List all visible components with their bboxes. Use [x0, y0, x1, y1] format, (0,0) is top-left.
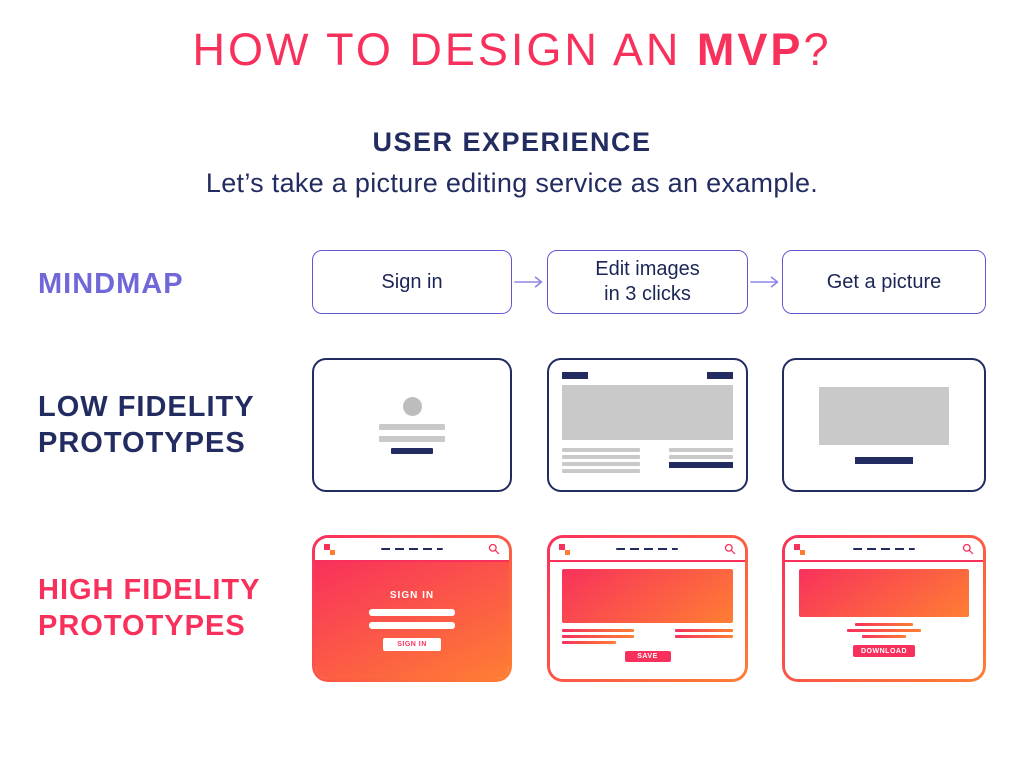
download-button: DOWNLOAD: [853, 645, 915, 657]
node-text: Get a picture: [826, 270, 942, 293]
mockup-browser-bar: [315, 538, 509, 562]
avatar-placeholder-icon: [402, 396, 422, 416]
signin-screen: SIGN IN SIGN IN: [315, 562, 509, 679]
lowfi-wireframe-result: [782, 358, 986, 492]
logo-icon: [324, 543, 335, 555]
text-placeholder-line: [562, 641, 616, 644]
mindmap-node-get-picture: Get a picture: [782, 250, 986, 314]
lowfi-row-label: LOW FIDELITY PROTOTYPES: [38, 389, 255, 462]
mockup-browser-bar: [785, 538, 983, 562]
highfi-mockup-editor: SAVE: [547, 535, 748, 682]
image-placeholder: [562, 385, 733, 440]
label-line: PROTOTYPES: [38, 610, 246, 643]
arrow-right-icon: [514, 276, 543, 288]
mindmap-node-edit-images: Edit images in 3 clicks: [547, 250, 748, 314]
button-placeholder-bar: [391, 447, 433, 454]
save-button: SAVE: [624, 651, 671, 662]
mockup-window: DOWNLOAD: [785, 538, 983, 679]
mockup-browser-bar: [550, 538, 745, 562]
signin-button: SIGN IN: [383, 638, 441, 651]
text-placeholder-line: [669, 455, 733, 459]
input-placeholder: [369, 609, 455, 616]
text-placeholder-group: [562, 448, 640, 476]
photo-placeholder: [799, 569, 969, 617]
button-placeholder-bar: [855, 456, 913, 464]
label-line: LOW FIDELITY: [38, 391, 255, 423]
nav-placeholder-bar: [562, 372, 588, 379]
title-highlight-mvp: MVP: [696, 24, 804, 75]
text-placeholder-group: [675, 629, 733, 647]
search-icon: [488, 543, 500, 555]
image-placeholder: [819, 386, 949, 445]
nav-dashes-icon: [380, 548, 443, 550]
page-title: HOW TO DESIGN AN MVP?: [0, 24, 1024, 76]
text-placeholder-line: [675, 635, 733, 638]
text-placeholder-line: [855, 623, 913, 626]
highfi-mockup-result: DOWNLOAD: [782, 535, 986, 682]
label-line: PROTOTYPES: [38, 427, 246, 460]
text-placeholder-group: [669, 448, 733, 476]
node-text: in 3 clicks: [604, 283, 691, 305]
nav-placeholder-bar: [707, 372, 733, 379]
mockup-window: SAVE: [550, 538, 745, 679]
title-prefix: HOW TO DESIGN AN: [192, 24, 697, 75]
text-placeholder-group: [562, 629, 634, 647]
input-placeholder-bar: [379, 423, 445, 430]
mindmap-node-sign-in: Sign in: [312, 250, 512, 314]
arrow-right-icon: [750, 276, 779, 288]
text-placeholder-line: [675, 629, 733, 632]
text-placeholder-line: [562, 448, 640, 452]
text-placeholder-line: [562, 469, 640, 473]
highfi-mockup-sign-in: SIGN IN SIGN IN: [312, 535, 512, 682]
text-placeholder-group: [562, 629, 733, 647]
search-icon: [724, 543, 736, 555]
wireframe-footer: [562, 448, 733, 476]
logo-icon: [794, 543, 805, 555]
node-text: Sign in: [381, 270, 443, 293]
text-placeholder-line: [562, 455, 640, 459]
signin-heading: SIGN IN: [389, 590, 435, 601]
highfi-row-label: HIGH FIDELITY PROTOTYPES: [38, 572, 260, 645]
input-placeholder: [369, 622, 455, 629]
nav-dashes-icon: [616, 548, 678, 550]
mockup-window: SIGN IN SIGN IN: [315, 538, 509, 679]
node-text: Edit images: [595, 258, 700, 280]
nav-dashes-icon: [852, 548, 915, 550]
editor-screen: SAVE: [550, 562, 745, 679]
text-placeholder-line: [562, 635, 634, 638]
photo-placeholder: [562, 569, 733, 623]
section-description: Let’s take a picture editing service as …: [205, 168, 819, 198]
text-placeholder-line: [847, 629, 921, 632]
logo-icon: [559, 543, 570, 555]
mindmap-row-label: MINDMAP: [38, 268, 184, 300]
button-placeholder-bar: [669, 462, 733, 468]
lowfi-wireframe-editor: [547, 358, 748, 492]
section-title: USER EXPERIENCE: [372, 127, 652, 157]
text-placeholder-line: [562, 462, 640, 466]
lowfi-wireframe-sign-in: [312, 358, 512, 492]
text-placeholder-line: [562, 629, 634, 632]
label-line: HIGH FIDELITY: [38, 574, 261, 606]
wireframe-header: [562, 372, 733, 379]
input-placeholder-bar: [379, 435, 445, 442]
result-screen: DOWNLOAD: [785, 562, 983, 679]
text-placeholder-line: [669, 448, 733, 452]
title-suffix: ?: [803, 24, 832, 75]
text-placeholder-line: [862, 635, 906, 638]
search-icon: [962, 543, 974, 555]
